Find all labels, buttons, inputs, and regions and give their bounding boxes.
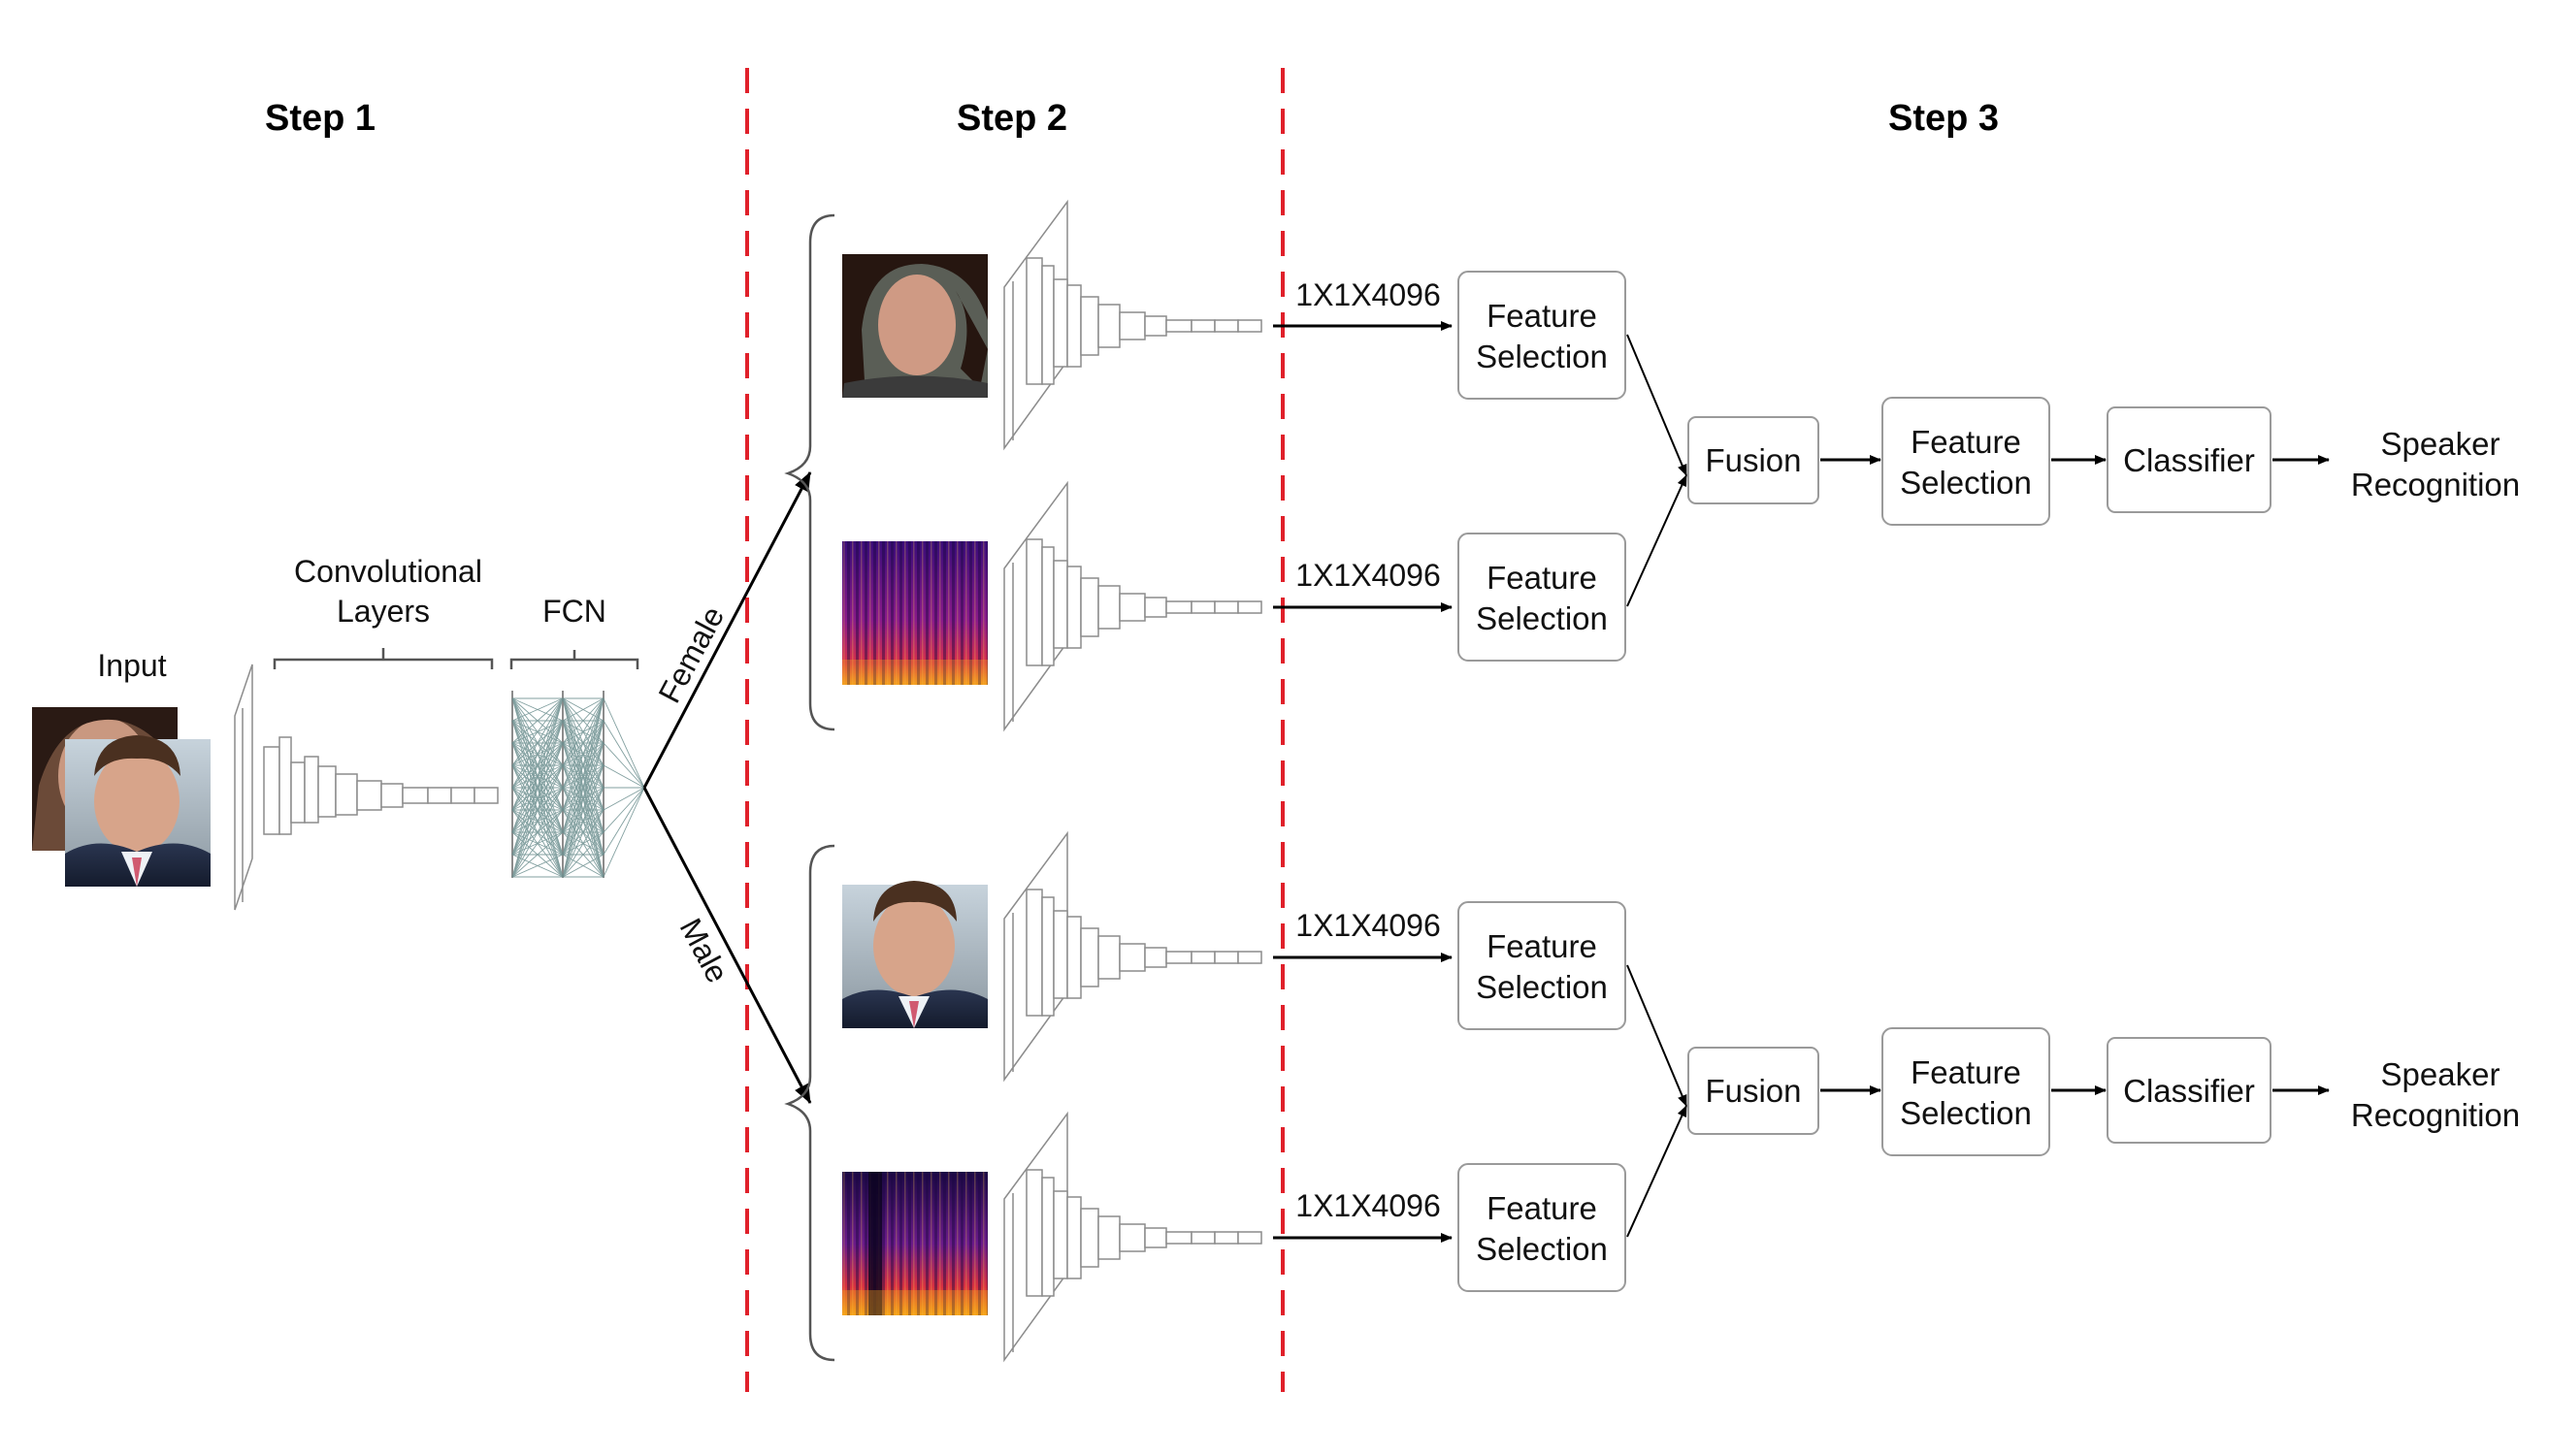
female-group-brace <box>784 213 835 731</box>
svg-text:Feature: Feature <box>1487 560 1597 596</box>
svg-text:Feature: Feature <box>1487 1190 1597 1226</box>
feature-selection-box-6: Feature Selection <box>1881 1027 2050 1156</box>
step2-cnn-4 <box>1003 1111 1262 1363</box>
fcn-label: FCN <box>542 594 606 629</box>
input-male-face-image <box>65 735 211 887</box>
feature-selection-box-5: Feature Selection <box>1881 397 2050 526</box>
to-fusion-arrow-3 <box>1626 964 1687 1107</box>
female-spectrogram-image <box>842 541 988 685</box>
female-branch-label: Female <box>651 600 731 708</box>
male-branch-arrow <box>642 787 812 1104</box>
conv-layers-brace <box>273 648 494 669</box>
svg-text:Selection: Selection <box>1900 1095 2032 1131</box>
conv-layers-label-line1: Convolutional <box>294 554 482 589</box>
speaker-recognition-label-2-line2: Recognition <box>2351 1097 2520 1133</box>
step2-cnn-group <box>1003 199 1262 1363</box>
svg-text:Selection: Selection <box>1900 465 2032 501</box>
svg-text:Classifier: Classifier <box>2123 442 2255 478</box>
input-label: Input <box>97 648 166 683</box>
svg-text:Selection: Selection <box>1476 600 1608 636</box>
classifier-box-2: Classifier <box>2107 1037 2271 1144</box>
female-branch-arrow <box>642 471 812 789</box>
fusion-box-1: Fusion <box>1687 416 1819 504</box>
to-fusion-arrow-4 <box>1626 1105 1687 1238</box>
svg-text:Feature: Feature <box>1487 298 1597 334</box>
feature-dim-label-1: 1X1X4096 <box>1295 277 1440 312</box>
svg-text:Selection: Selection <box>1476 1231 1608 1267</box>
fcn-brace <box>509 650 639 669</box>
feature-selection-box-4: Feature Selection <box>1457 1163 1626 1292</box>
classifier-box-1: Classifier <box>2107 406 2271 513</box>
step2-cnn-2 <box>1003 480 1262 732</box>
fcn-graphic <box>511 691 645 878</box>
step-2-title: Step 2 <box>957 98 1067 139</box>
male-branch-label: Male <box>673 913 735 988</box>
speaker-recognition-label-1-line2: Recognition <box>2351 467 2520 502</box>
feature-dim-label-2: 1X1X4096 <box>1295 558 1440 593</box>
to-fusion-arrow-1 <box>1626 334 1687 476</box>
feature-dim-label-3: 1X1X4096 <box>1295 908 1440 943</box>
convolutional-layers-graphic <box>234 663 499 911</box>
step2-cnn-1 <box>1003 199 1262 451</box>
conv-layers-label-line2: Layers <box>337 594 430 629</box>
svg-text:Feature: Feature <box>1911 424 2021 460</box>
svg-text:Fusion: Fusion <box>1705 1073 1801 1109</box>
input-image-stack <box>32 707 211 887</box>
step-1-title: Step 1 <box>265 98 376 139</box>
female-face-image <box>842 254 988 398</box>
svg-text:Selection: Selection <box>1476 969 1608 1005</box>
fusion-box-2: Fusion <box>1687 1047 1819 1135</box>
step2-cnn-3 <box>1003 830 1262 1083</box>
male-face-image <box>842 881 988 1028</box>
feature-dim-label-4: 1X1X4096 <box>1295 1188 1440 1223</box>
svg-text:Selection: Selection <box>1476 339 1608 374</box>
male-group-brace <box>784 844 835 1362</box>
svg-text:Feature: Feature <box>1487 928 1597 964</box>
speaker-recognition-label-1-line1: Speaker <box>2381 426 2500 462</box>
speaker-recognition-label-2-line1: Speaker <box>2381 1056 2500 1092</box>
feature-selection-box-2: Feature Selection <box>1457 533 1626 662</box>
male-spectrogram-image <box>842 1172 988 1315</box>
svg-text:Fusion: Fusion <box>1705 442 1801 478</box>
feature-selection-box-3: Feature Selection <box>1457 901 1626 1030</box>
to-fusion-arrow-2 <box>1626 474 1687 607</box>
step-3-title: Step 3 <box>1888 98 1999 139</box>
svg-text:Classifier: Classifier <box>2123 1073 2255 1109</box>
svg-text:Feature: Feature <box>1911 1054 2021 1090</box>
feature-selection-box-1: Feature Selection <box>1457 271 1626 400</box>
